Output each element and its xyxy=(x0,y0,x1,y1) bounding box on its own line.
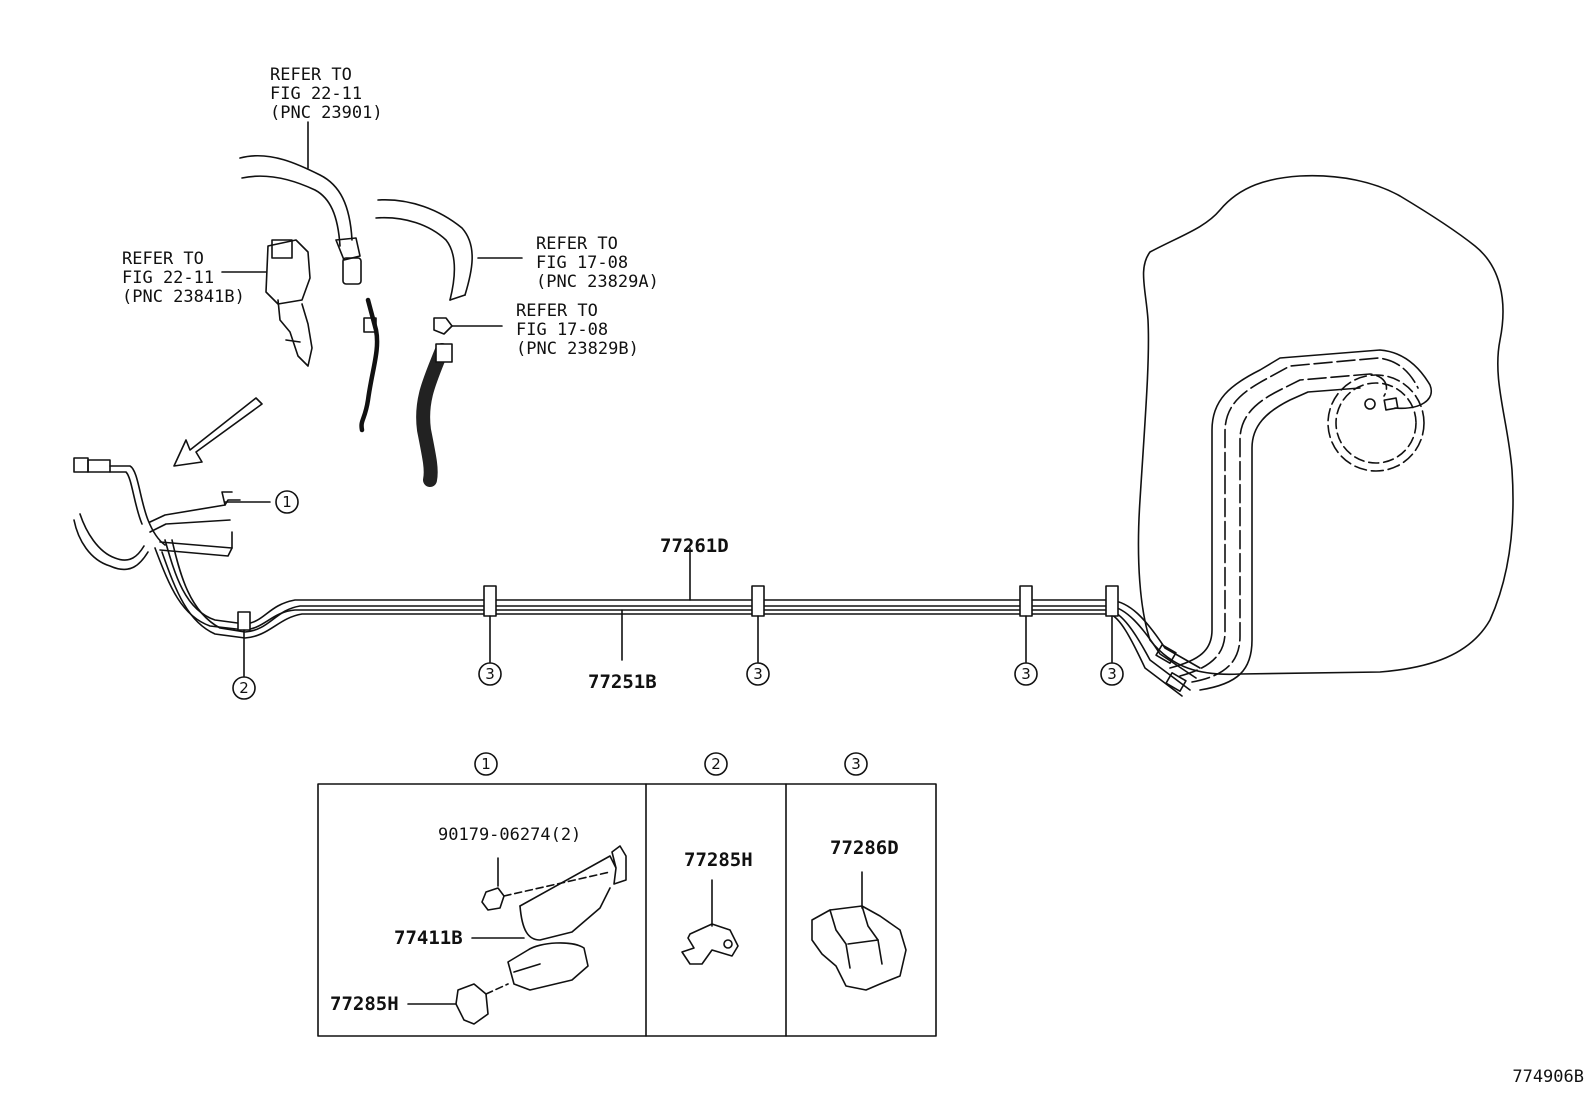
callout-number-3d: 3 xyxy=(1107,665,1117,683)
ref-23901-line3: (PNC 23901) xyxy=(270,103,383,123)
fuel-tank-outline xyxy=(1137,174,1514,676)
clamp-3-a xyxy=(483,585,497,617)
callout-circle-3c xyxy=(1014,662,1038,686)
clamp-77285H-box1 xyxy=(455,983,509,1025)
detail-number-1: 1 xyxy=(481,755,491,773)
ref-23901-line2: FIG 22-11 xyxy=(270,84,362,104)
direction-arrow-icon xyxy=(173,397,263,467)
clamp-77285H-box2 xyxy=(681,923,739,965)
callout-circle-1 xyxy=(275,490,299,514)
clamp-3-b xyxy=(751,585,765,617)
callout-circle-3d xyxy=(1100,662,1124,686)
clamp-3-c xyxy=(1019,585,1033,617)
part-label-77286D: 77286D xyxy=(830,837,899,859)
ref-23829B-line1: REFER TO xyxy=(516,301,598,321)
detail-callout-3 xyxy=(844,752,868,776)
part-label-77285H-box1: 77285H xyxy=(330,993,399,1015)
nut-90179-06274 xyxy=(481,871,611,911)
tank-end-connector-1 xyxy=(1155,644,1177,664)
small-hose-fitting xyxy=(363,317,377,333)
ref-23829A-line3: (PNC 23829A) xyxy=(536,272,659,292)
clamp-77286D xyxy=(811,905,907,991)
callout-number-1: 1 xyxy=(282,493,292,511)
fuel-pump-inner-ring xyxy=(1335,382,1417,464)
callout-number-3b: 3 xyxy=(753,665,763,683)
bracket-77411B xyxy=(507,845,627,991)
clamp-3-d xyxy=(1105,585,1119,617)
part-label-77411B: 77411B xyxy=(394,927,463,949)
figure-id: 774906B xyxy=(1512,1067,1584,1087)
part-label-77261D: 77261D xyxy=(660,535,729,557)
detail-callout-1 xyxy=(474,752,498,776)
ref-23829B-line2: FIG 17-08 xyxy=(516,320,608,340)
ref-23829A-line1: REFER TO xyxy=(536,234,618,254)
callout-number-3a: 3 xyxy=(485,665,495,683)
hose-end-fitting xyxy=(342,257,362,285)
ref-23829A-line2: FIG 17-08 xyxy=(536,253,628,273)
ref-23829B-line3: (PNC 23829B) xyxy=(516,339,639,359)
pipe-clip xyxy=(433,317,453,335)
ref-23901: REFER TO FIG 22-11 (PNC 23901) xyxy=(270,65,383,123)
left-connector-b xyxy=(87,459,111,473)
tank-connector xyxy=(1383,397,1399,411)
detail-callout-2 xyxy=(704,752,728,776)
main-fuel-tubes xyxy=(154,539,1201,697)
ref-23841B-line1: REFER TO xyxy=(122,249,204,269)
ref-23829B: REFER TO FIG 17-08 (PNC 23829B) xyxy=(516,301,639,359)
ref-23829A: REFER TO FIG 17-08 (PNC 23829A) xyxy=(536,234,659,292)
fuel-pump-ring xyxy=(1327,374,1425,472)
detail-box-frame xyxy=(317,783,937,1037)
part-label-77251B: 77251B xyxy=(588,671,657,693)
callout-number-3c: 3 xyxy=(1021,665,1031,683)
part-label-90179-06274: 90179-06274(2) xyxy=(438,825,581,845)
callout-circle-3b xyxy=(746,662,770,686)
ref-23841B-line2: FIG 22-11 xyxy=(122,268,214,288)
tank-end-connector-2 xyxy=(1165,672,1187,692)
clamp-2 xyxy=(237,611,251,631)
tank-tube-1 xyxy=(1169,349,1433,669)
part-label-77285H-box2: 77285H xyxy=(684,849,753,871)
detail-number-3: 3 xyxy=(851,755,861,773)
ref-23841B-line3: (PNC 23841B) xyxy=(122,287,245,307)
connector-23841B xyxy=(265,239,313,367)
callout-number-2: 2 xyxy=(239,679,249,697)
detail-number-2: 2 xyxy=(711,755,721,773)
ref-23901-line1: REFER TO xyxy=(270,65,352,85)
callout-circle-2 xyxy=(232,676,256,700)
ref-23841B: REFER TO FIG 22-11 (PNC 23841B) xyxy=(122,249,245,307)
callout-circle-3a xyxy=(478,662,502,686)
left-connector-a xyxy=(73,457,89,473)
